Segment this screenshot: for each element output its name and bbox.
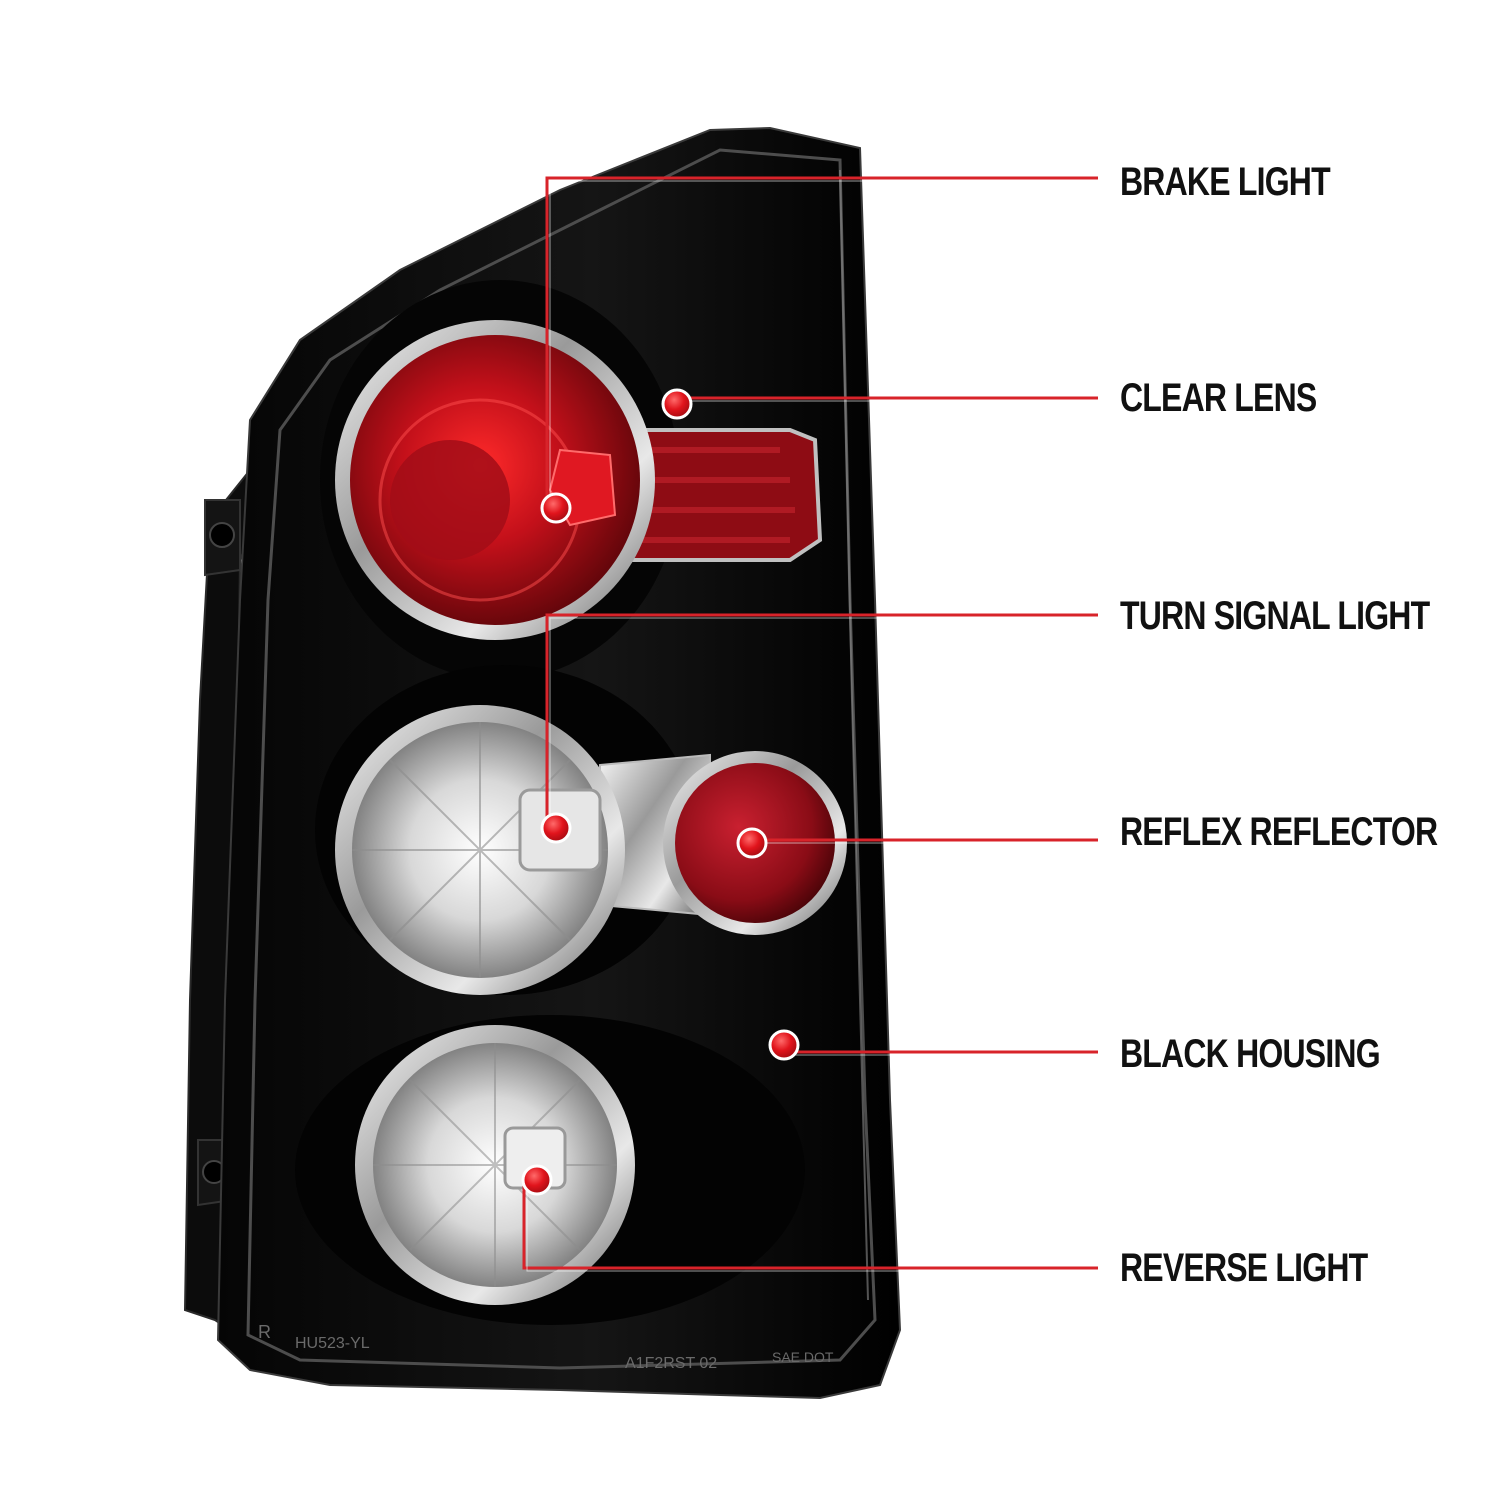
leader-lines-highlight [526, 180, 1098, 1272]
marker-dot-reflex-reflector [736, 827, 768, 859]
marker-dot-brake-light [540, 492, 572, 524]
reverse-light-lens-facets [373, 1043, 617, 1287]
housing-marking-sae: SAE DOT [772, 1349, 834, 1365]
label-brake-light: BRAKE LIGHT [1120, 160, 1331, 204]
marker-dot-turn-signal [540, 812, 572, 844]
marker-dot-clear-lens [661, 388, 693, 420]
brake-light-extension-facets [610, 447, 795, 543]
label-reflex-reflector: REFLEX REFLECTOR [1120, 810, 1438, 854]
brake-light-reflector-left [390, 440, 510, 560]
clear-lens-edge [246, 148, 877, 1370]
leader-line-brake-light [545, 176, 1098, 508]
label-reverse-light: REVERSE LIGHT [1120, 1246, 1368, 1290]
leader-lines [522, 176, 1098, 1270]
mounting-hole-upper [209, 522, 235, 548]
housing-marking-code: A1F2RST 02 [625, 1355, 717, 1372]
leader-line-turn-signal [545, 613, 1098, 828]
marker-dot-reverse-light [521, 1164, 553, 1196]
marker-dot-black-housing [768, 1029, 800, 1061]
housing-marking-r: R [258, 1322, 271, 1342]
label-black-housing: BLACK HOUSING [1120, 1032, 1381, 1076]
housing-right-edge-highlight [839, 169, 869, 1301]
leader-line-reverse-light [522, 1180, 1098, 1270]
housing-marking-part-number: HU523-YL [295, 1335, 370, 1352]
label-turn-signal-light: TURN SIGNAL LIGHT [1120, 594, 1430, 638]
label-clear-lens: CLEAR LENS [1120, 376, 1317, 420]
marker-dots [521, 388, 800, 1196]
